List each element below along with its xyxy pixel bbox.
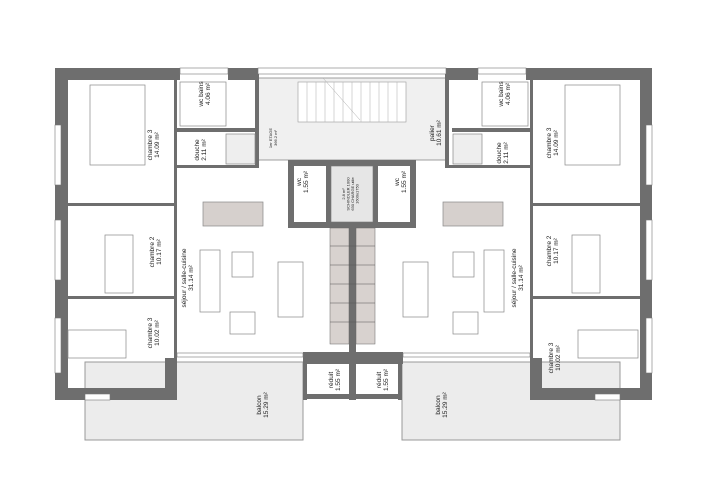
room-area: 31.14 m²: [518, 264, 525, 290]
room-name: chambre 3: [548, 342, 555, 373]
room-area: 2.11 m²: [201, 138, 208, 160]
room-area: 10.02 m²: [555, 344, 562, 370]
room-name: douche: [194, 139, 201, 161]
room-area: 15.29 m²: [263, 391, 270, 417]
room-area: 10.17 m²: [156, 238, 163, 264]
elevator-size: 1600x1750: [355, 183, 360, 204]
room-name: chambre 2: [546, 235, 553, 266]
room-name: wc bains: [498, 81, 505, 108]
label-elevator: 2.8 m² SCHINDLER 1000 630 CHARGE utile 1…: [341, 177, 360, 211]
elevator-load: 630 CHARGE utile: [350, 177, 355, 211]
stairs: [297, 77, 407, 345]
room-name: wc: [296, 177, 303, 187]
room-area: 2.11 m²: [503, 141, 510, 163]
room-area: 1.55 m²: [383, 368, 390, 391]
room-area: 10.61 m²: [436, 119, 443, 145]
balconies: [84, 361, 621, 441]
windows: [54, 67, 653, 401]
room-name: réduit: [376, 372, 383, 388]
room-area: 10.02 m²: [154, 319, 161, 345]
floor-name: 1er ETAGE: [268, 128, 273, 148]
room-area: 4.06 m²: [205, 82, 212, 105]
room-area: 15.29 m²: [442, 391, 449, 417]
room-name: balcon: [256, 395, 263, 415]
room-area: 1.55 m²: [335, 368, 342, 391]
room-area: 10.17 m²: [553, 237, 560, 263]
room-name: douche: [496, 142, 503, 164]
furniture: [67, 81, 639, 359]
balcony-left: [84, 361, 304, 441]
room-area: 31.14 m²: [188, 264, 195, 290]
room-name: palier: [429, 124, 436, 141]
room-area: 4.06 m²: [505, 82, 512, 105]
room-area: 1.55 m²: [303, 170, 310, 193]
elevator: [330, 165, 374, 223]
room-name: chambre 2: [149, 236, 156, 267]
room-area: 14.09 m²: [553, 129, 560, 155]
room-name: wc bains: [198, 81, 205, 108]
room-name: séjour / salle-cuisine: [511, 248, 518, 307]
elevator-area: 2.8 m²: [341, 188, 346, 200]
room-name: balcon: [435, 395, 442, 415]
room-name: chambre 3: [147, 129, 154, 160]
room-name: chambre 3: [546, 127, 553, 158]
room-name: wc: [394, 177, 401, 187]
room-name: chambre 3: [147, 317, 154, 348]
room-area: 14.09 m²: [154, 131, 161, 157]
floor-area: 366.2 m²: [273, 129, 278, 145]
room-name: réduit: [328, 372, 335, 388]
elevator-model: SCHINDLER 1000: [346, 177, 351, 211]
room-name: séjour / salle-cuisine: [181, 248, 188, 307]
balcony-right: [401, 361, 621, 441]
room-area: 1.55 m²: [401, 170, 408, 193]
